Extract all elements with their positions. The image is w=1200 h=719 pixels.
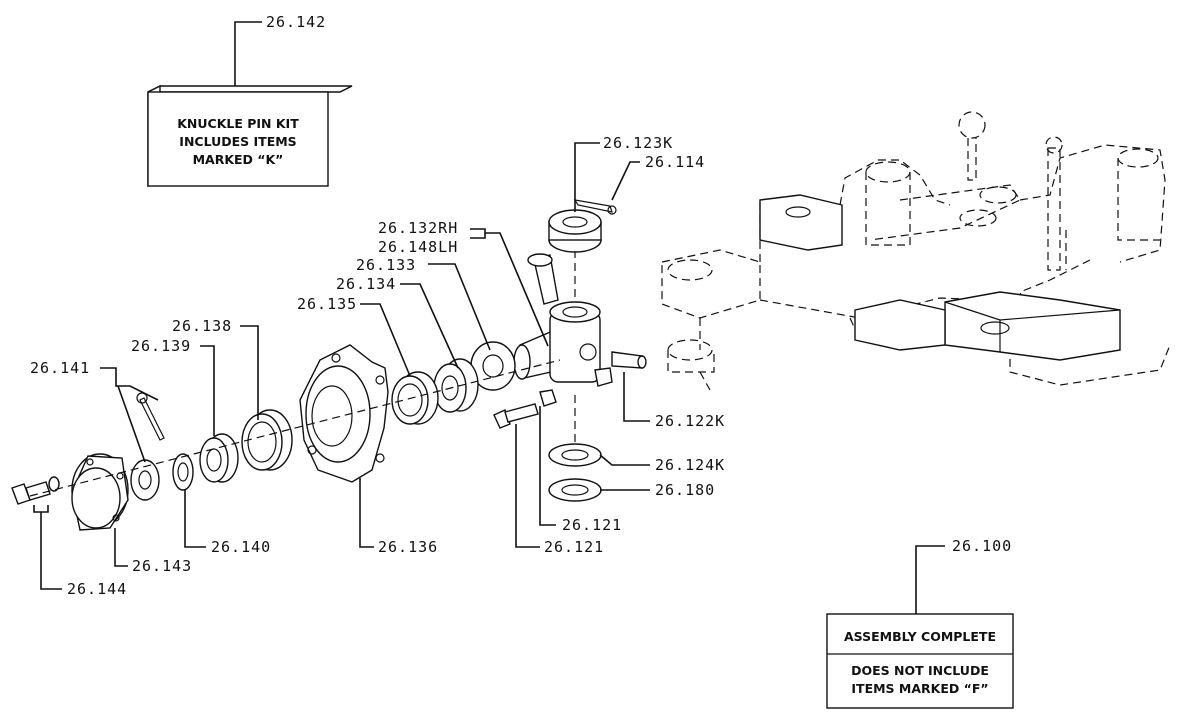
label-26-180: 26.180 — [655, 481, 715, 499]
label-26-136: 26.136 — [378, 538, 438, 556]
label-26-123K: 26.123K — [603, 134, 673, 152]
label-26-122K: 26.122K — [655, 412, 725, 430]
label-26-140: 26.140 — [211, 538, 271, 556]
top-thrust-washer — [548, 209, 602, 253]
label-26-121-lower: 26.121 — [544, 538, 604, 556]
kit-box-line-3: MARKED “K” — [193, 152, 284, 167]
bearing-cup-small — [241, 409, 293, 471]
label-26-139: 26.139 — [131, 337, 191, 355]
hub-cap — [71, 453, 129, 531]
label-26-114: 26.114 — [645, 153, 705, 171]
thrust-washer-small — [172, 453, 194, 491]
label-26-100: 26.100 — [952, 537, 1012, 555]
stub-axle-knuckle — [513, 253, 647, 387]
bolt-and-nut — [493, 389, 557, 429]
lower-shim-washers — [548, 443, 602, 502]
bearing-cup-large — [391, 371, 439, 425]
label-26-121-upper: 26.121 — [562, 516, 622, 534]
label-26-142: 26.142 — [266, 13, 326, 31]
kit-box-line-1: KNUCKLE PIN KIT — [177, 116, 299, 131]
wheel-hub — [299, 344, 389, 483]
label-26-135: 26.135 — [297, 295, 357, 313]
label-26-148LH: 26.148LH — [378, 238, 458, 256]
label-26-134: 26.134 — [336, 275, 396, 293]
axle-frame-blocks — [759, 194, 1121, 361]
label-26-124K: 26.124K — [655, 456, 725, 474]
label-26-143: 26.143 — [132, 557, 192, 575]
leader-lines — [33, 142, 650, 590]
assembly-box-line-1: ASSEMBLY COMPLETE — [844, 629, 996, 644]
label-26-138: 26.138 — [172, 317, 232, 335]
label-26-132RH: 26.132RH — [378, 219, 458, 237]
assembly-box-line-3: ITEMS MARKED “F” — [851, 681, 988, 696]
taper-bearing-small — [199, 433, 239, 483]
label-26-144: 26.144 — [67, 580, 127, 598]
assembly-complete-box: ASSEMBLY COMPLETE DOES NOT INCLUDE ITEMS… — [826, 613, 1014, 709]
axle-frame-outline — [661, 111, 1171, 391]
hub-cap-bolt — [11, 476, 60, 505]
taper-bearing-large — [433, 358, 479, 413]
split-pin-small — [573, 199, 617, 215]
assembly-box-line-2: DOES NOT INCLUDE — [851, 663, 989, 678]
split-pin-hub — [136, 392, 165, 441]
label-26-133: 26.133 — [356, 256, 416, 274]
knuckle-pin-kit-box: KNUCKLE PIN KIT INCLUDES ITEMS MARKED “K… — [147, 84, 353, 188]
kit-box-line-2: INCLUDES ITEMS — [179, 134, 296, 149]
label-26-141: 26.141 — [30, 359, 90, 377]
